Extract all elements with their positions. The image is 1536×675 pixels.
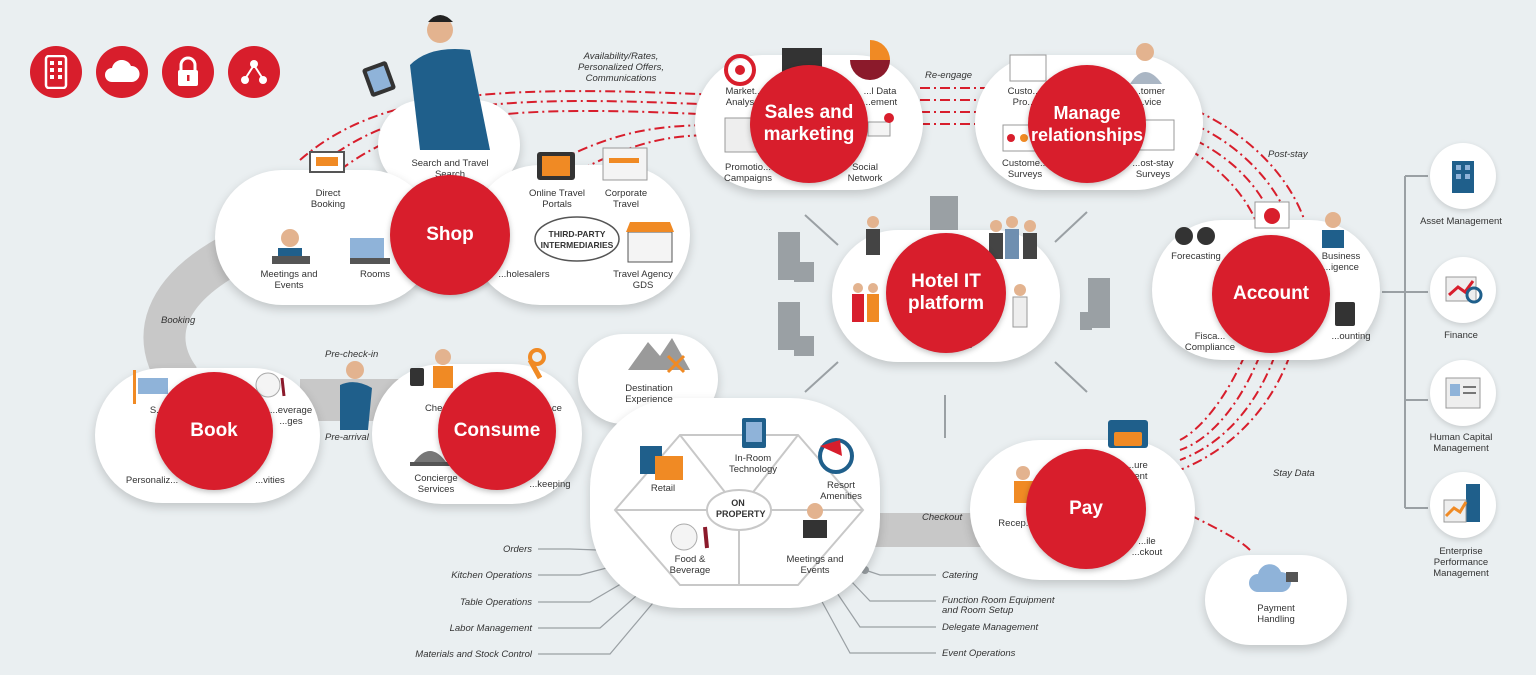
flow-pre-arrival: Pre-arrival	[325, 432, 369, 443]
shop-rooms-label: Rooms	[359, 269, 391, 280]
flow-reengage: Re-engage	[925, 70, 973, 81]
property-meetings-label: Meetings and Events	[786, 554, 844, 576]
manage-post-stay-label: ...ost-stay Surveys	[1132, 158, 1174, 180]
sales-data-label: ...l Data ...ement	[862, 86, 898, 108]
book-activities-label: ...vities	[255, 475, 285, 486]
right-hcm-label: Human Capital Management	[1429, 432, 1493, 454]
right-asset-label: Asset Management	[1420, 216, 1502, 227]
sales-social-label: Social Network	[847, 162, 883, 184]
flow-stay-data: Stay Data	[1273, 468, 1315, 479]
shop-direct-label: Direct Booking	[310, 188, 346, 210]
consume-circle[interactable]: Consume	[438, 372, 556, 490]
traveler-icon	[362, 15, 490, 150]
retail-label: Retail	[650, 483, 676, 494]
manage-circle[interactable]: Manage relationships	[1028, 65, 1146, 183]
shop-circle[interactable]: Shop	[390, 175, 510, 295]
book-personal-label: Personaliz...	[125, 475, 179, 486]
sales-circle[interactable]: Sales and marketing	[750, 65, 868, 183]
consume-housekeeping-label: ...keeping	[529, 479, 571, 490]
shop-search-label: Search and Travel Search	[411, 158, 489, 180]
payment-handling-label: Payment Handling	[1257, 603, 1295, 625]
callout-function-room: Function Room Equipment and Room Setup	[942, 595, 1055, 616]
network-icon	[228, 46, 280, 98]
callout-materials: Materials and Stock Control	[415, 649, 532, 660]
book-s-label: S...	[149, 405, 165, 416]
shop-corporate-label: Corporate Travel	[604, 188, 648, 210]
shop-wholesalers-label: ...holesalers	[498, 269, 550, 280]
finance-icon	[1430, 257, 1496, 323]
consume-ce-label: ...ce	[544, 403, 562, 414]
callout-kitchen: Kitchen Operations	[451, 570, 532, 581]
callout-delegate: Delegate Management	[942, 622, 1039, 633]
flow-availability: Availability/Rates, Personalized Offers,…	[577, 51, 665, 84]
consume-check-label: Chec...	[424, 403, 456, 414]
lock-icon	[162, 46, 214, 98]
pay-mobile-label: ...ile ...ckout	[1131, 536, 1163, 558]
manage-customer-svc-label: ...tomer ...vice	[1132, 86, 1166, 108]
inroom-label: In-Room Technology	[728, 453, 778, 475]
shop-third-party-label: THIRD-PARTY INTERMEDIARIES	[540, 229, 614, 250]
callout-orders: Orders	[502, 544, 532, 555]
callout-labor: Labor Management	[449, 623, 532, 634]
callout-catering: Catering	[942, 570, 978, 581]
account-forecasting-label: Forecasting	[1171, 251, 1221, 262]
flow-post-stay: Post-stay	[1268, 149, 1308, 160]
shop-otp-label: Online Travel Portals	[529, 188, 585, 210]
sales-promo-label: Promotio... Campaigns	[723, 162, 773, 184]
sales-market-label: Market... Analys...	[725, 86, 763, 108]
callout-table: Table Operations	[459, 597, 532, 608]
account-circle[interactable]: Account	[1212, 235, 1330, 353]
shop-agency-label: Travel Agency GDS	[613, 269, 673, 291]
flow-checkout: Checkout	[922, 512, 963, 523]
account-fiscal-label: Fisca... Compliance	[1184, 331, 1236, 353]
pay-recep-label: Recep...	[998, 518, 1034, 529]
right-epm-label: Enterprise Performance Management	[1433, 546, 1489, 579]
book-circle[interactable]: Book	[155, 372, 273, 490]
destination-label: Destination Experience	[625, 383, 673, 405]
flow-booking: Booking	[161, 315, 196, 326]
resort-label: Resort Amenities	[820, 480, 862, 502]
shop-meetings-label: Meetings and Events	[260, 269, 318, 291]
mobile-icon	[30, 46, 82, 98]
food-label: Food & Beverage	[669, 554, 711, 576]
right-finance-label: Finance	[1444, 330, 1478, 341]
enterprise-performance-icon	[1430, 472, 1496, 538]
manage-surveys-label: Custome... Surveys	[1002, 158, 1048, 180]
asset-management-icon	[1430, 143, 1496, 209]
hub-circle[interactable]: Hotel IT platform	[886, 233, 1006, 353]
cloud-icon	[96, 46, 148, 98]
human-capital-icon	[1430, 360, 1496, 426]
callout-event-ops: Event Operations	[942, 648, 1016, 659]
book-beverage-label: ...everage ...ges	[269, 405, 313, 427]
account-accounting-label: ...ounting	[1331, 331, 1371, 342]
pay-circle[interactable]: Pay	[1026, 449, 1146, 569]
consume-concierge-label: Concierge Services	[414, 473, 458, 495]
manage-customer-pro-label: Custo... Pro...	[1007, 86, 1041, 108]
account-business-label: Business ...igence	[1321, 251, 1361, 273]
on-property-label: ON PROPERTY	[716, 498, 766, 519]
flow-pre-checkin: Pre-check-in	[325, 349, 379, 360]
